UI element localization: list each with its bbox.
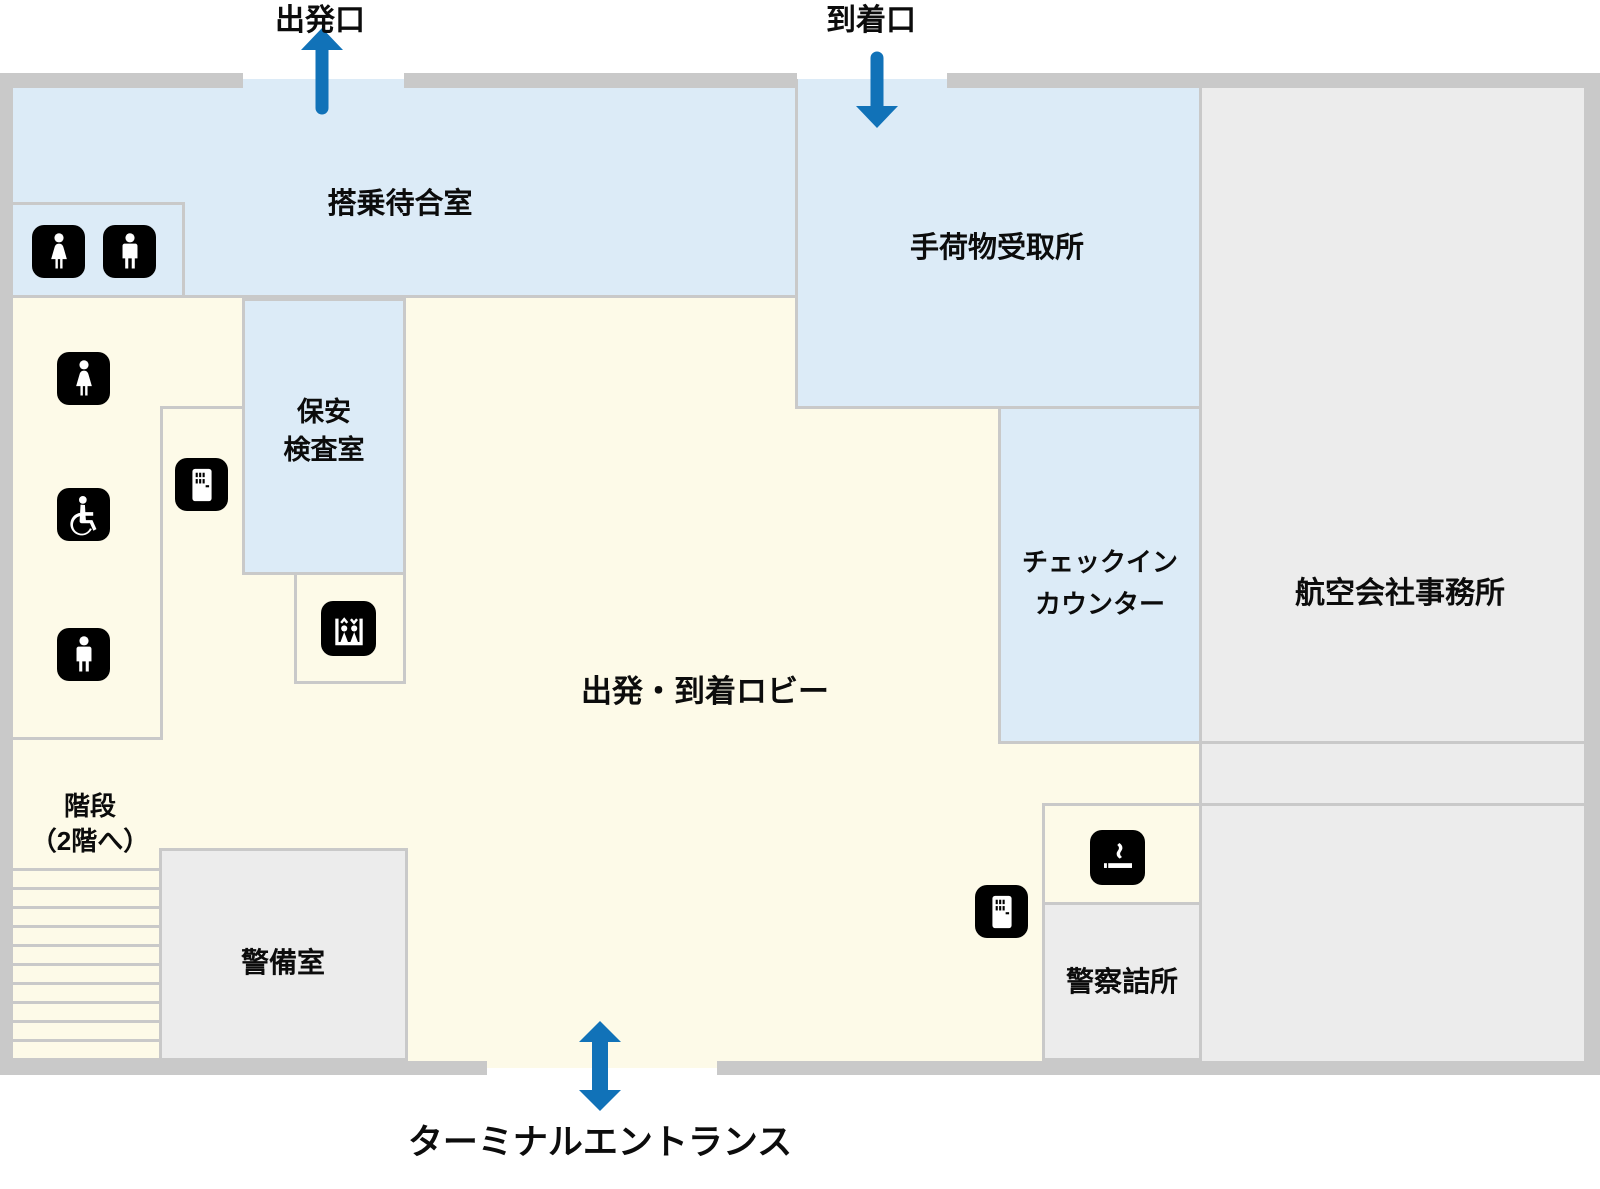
interior-wall-line (160, 406, 245, 409)
entrance-double-arrow-icon (579, 1021, 621, 1111)
room-right-lower-block (1202, 806, 1584, 1061)
lobby-label: 出発・到着ロビー (581, 674, 829, 709)
security-check-label: 保安 検査室 (283, 397, 365, 465)
departure-gate-label: 出発口 (275, 4, 365, 37)
stairs-treads (13, 868, 160, 1061)
outer-wall-top-middle (404, 73, 797, 88)
room-airline-office (1202, 88, 1584, 741)
vending-machine-icon (975, 885, 1028, 938)
smoking-area-icon (1090, 830, 1145, 885)
police-box-label: 警察詰所 (1065, 966, 1178, 997)
outer-wall-top-right (947, 73, 1600, 88)
arrival-gate-label: 到着口 (826, 4, 916, 37)
elevator-icon (321, 601, 376, 656)
terminal-entrance-label: ターミナルエントランス (407, 1123, 793, 1162)
interior-wall-line (13, 202, 185, 205)
departure-arrow-icon (301, 28, 343, 115)
interior-wall-line (182, 202, 185, 298)
interior-wall-line (1042, 803, 1584, 806)
interior-wall-line (13, 737, 163, 740)
womens-restroom-icon (32, 225, 85, 278)
mens-restroom-icon (57, 628, 110, 681)
stairs-label: 階段 （2階へ） (30, 791, 150, 856)
room-guard-room (159, 848, 408, 1061)
boarding-lounge-label: 搭乗待合室 (327, 188, 473, 220)
room-right-strip (1202, 744, 1584, 803)
airline-office-label: 航空会社事務所 (1295, 577, 1505, 610)
room-baggage-claim (798, 79, 1199, 406)
arrival-arrow-icon (856, 51, 898, 128)
interior-wall-line (998, 741, 1584, 744)
outer-wall-left (0, 73, 13, 1075)
outer-wall-bottom-left (0, 1061, 487, 1075)
outer-wall-right (1584, 73, 1600, 1075)
interior-wall-line (795, 79, 798, 409)
interior-wall-line (160, 406, 163, 740)
room-police-box (1042, 902, 1202, 1061)
womens-restroom-icon (57, 352, 110, 405)
interior-wall-line (13, 295, 798, 298)
wheelchair-access-icon (57, 488, 110, 541)
baggage-claim-label: 手荷物受取所 (909, 232, 1084, 264)
room-security-check (242, 298, 406, 575)
mens-restroom-icon (103, 225, 156, 278)
room-checkin-counter (998, 406, 1202, 744)
vending-machine-icon (175, 458, 228, 511)
checkin-counter-label: チェックイン カウンター (1021, 547, 1178, 619)
outer-wall-top-left (0, 73, 243, 88)
guard-room-label: 警備室 (240, 947, 325, 978)
outer-wall-bottom-right (717, 1061, 1600, 1075)
